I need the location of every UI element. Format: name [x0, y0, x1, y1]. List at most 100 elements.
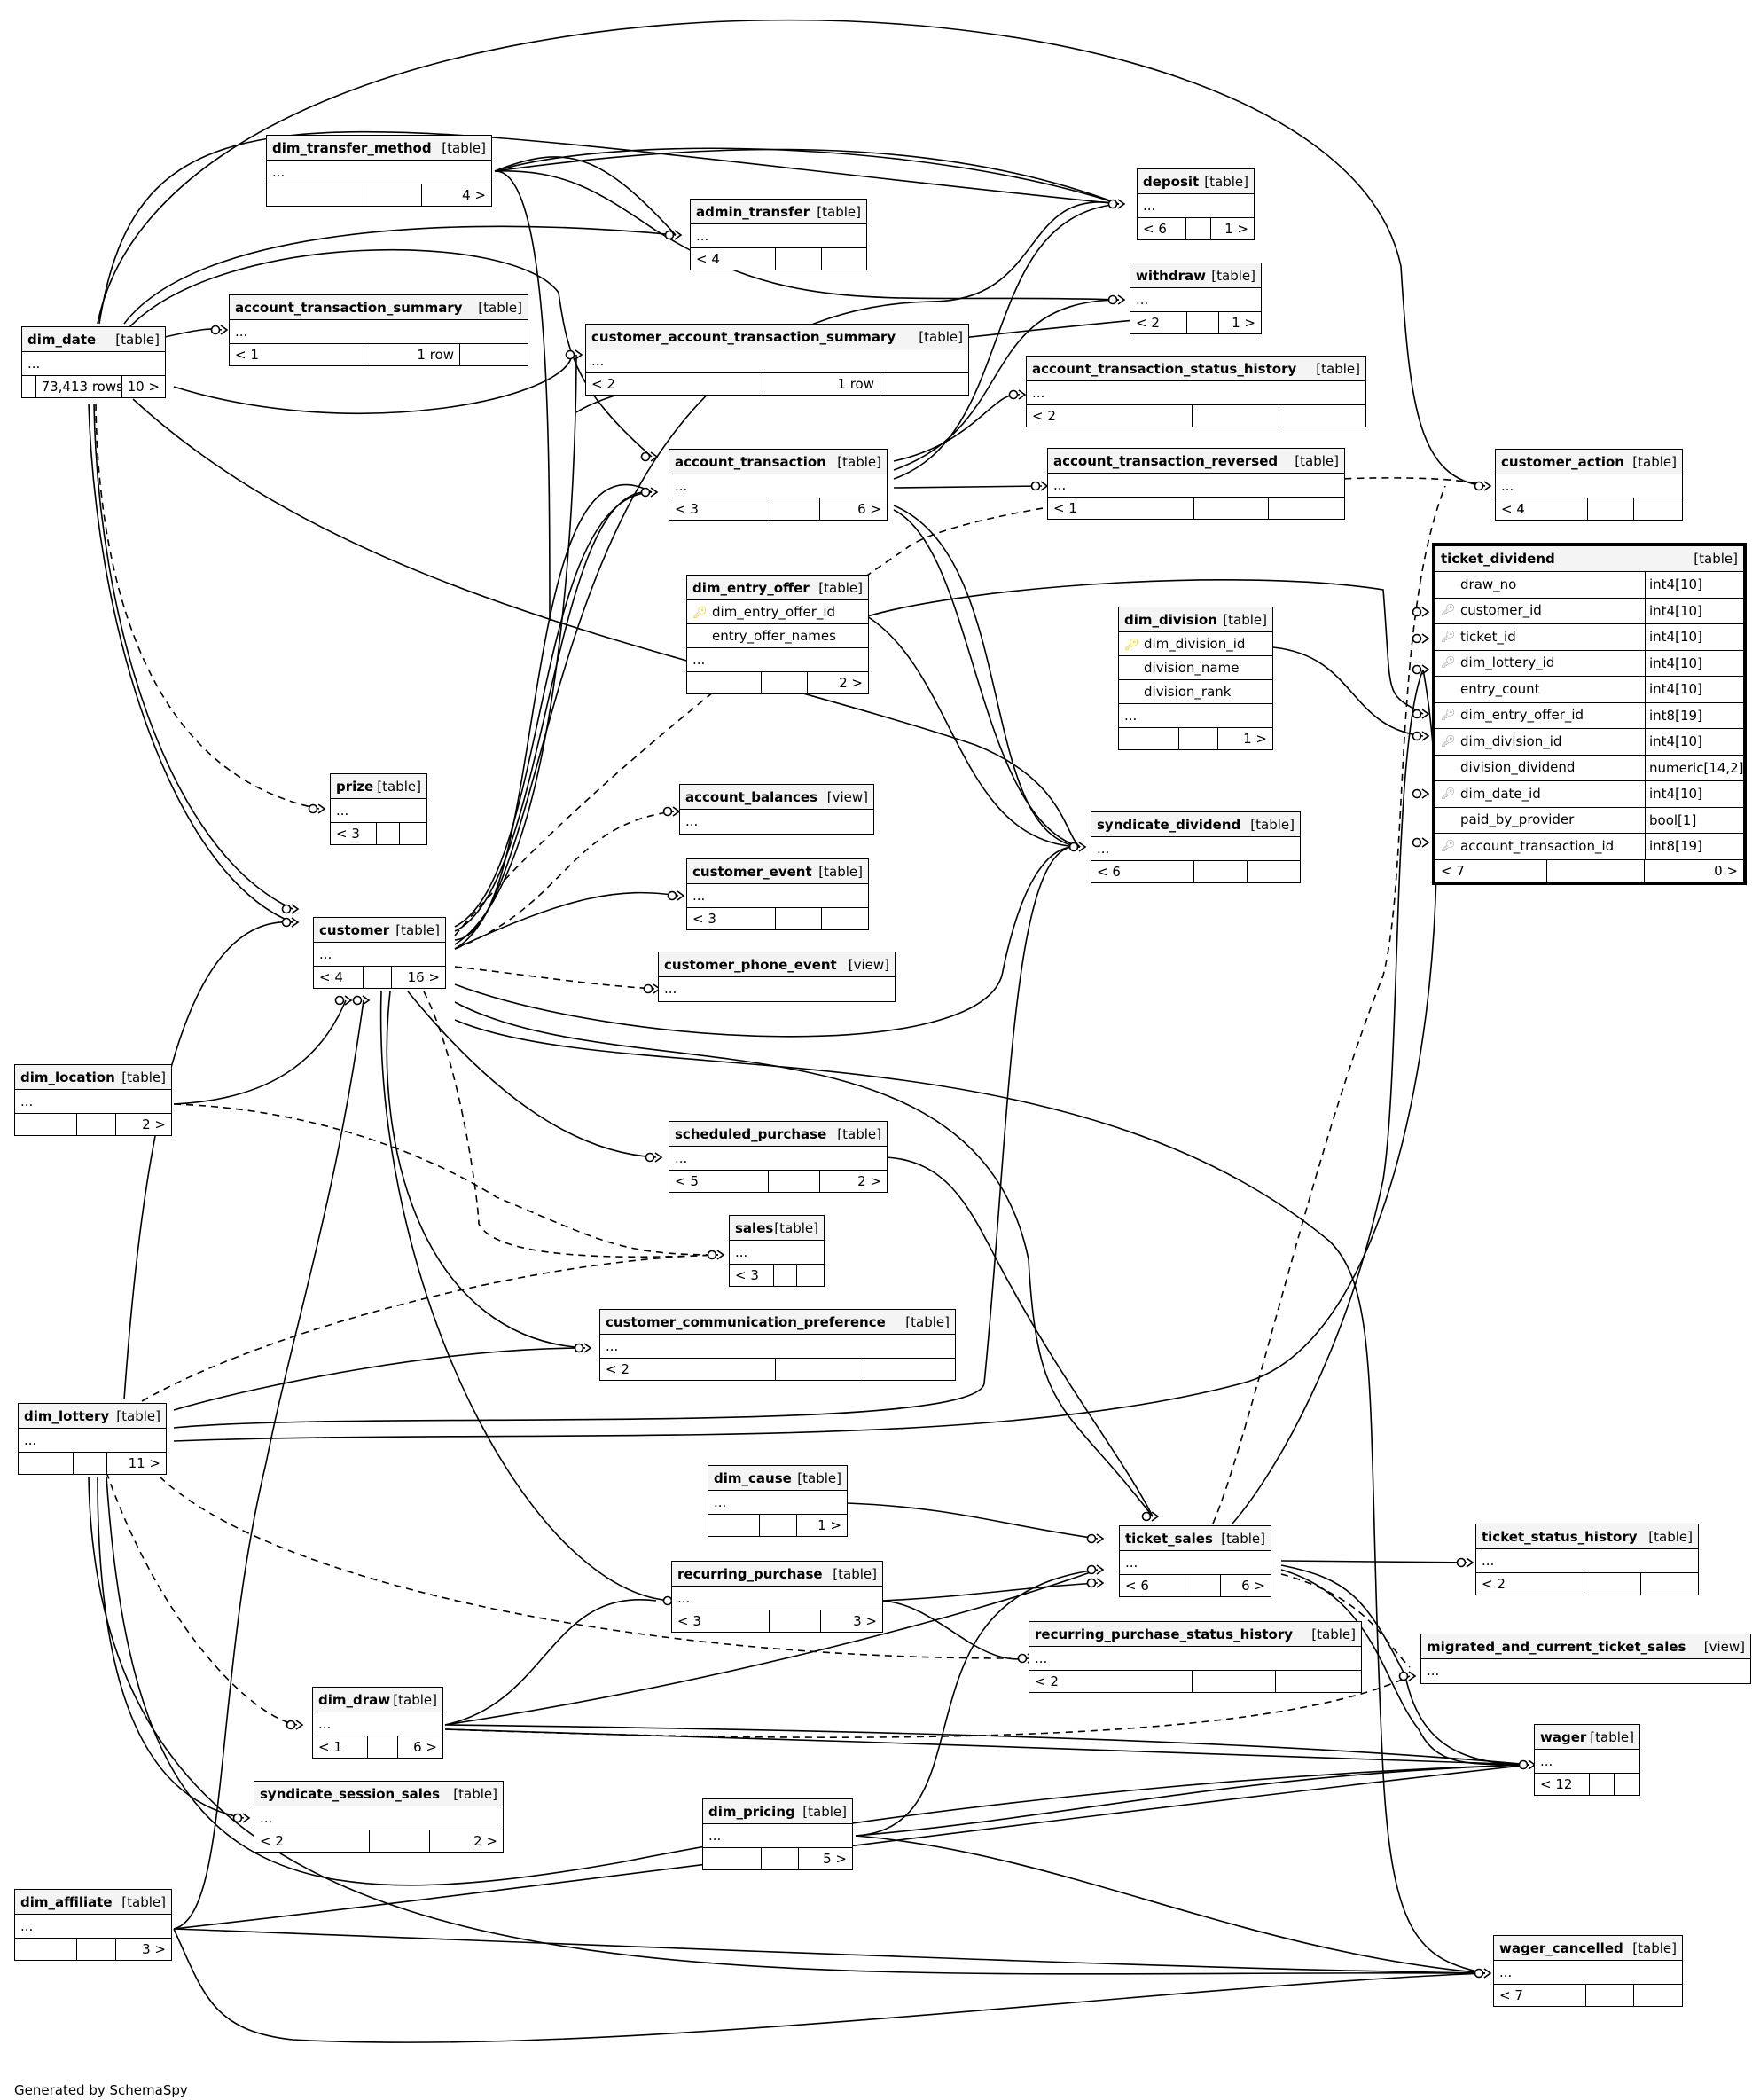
table-kind: [table] [818, 863, 863, 880]
table-customer-action[interactable]: customer_action[table] ... < 4 [1495, 449, 1683, 521]
row-count [77, 1939, 116, 1960]
relationship-optional-marker [1474, 481, 1484, 491]
table-account-transaction-status-history[interactable]: account_transaction_status_history[table… [1026, 356, 1366, 427]
relationship-optional-marker [645, 1152, 655, 1163]
columns-ellipsis: ... [1029, 1647, 1361, 1671]
column-type: bool[1] [1645, 807, 1743, 833]
columns-ellipsis: ... [669, 474, 887, 498]
table-dim-affiliate[interactable]: dim_affiliate[table] ... 3 > [14, 1889, 172, 1961]
view-migrated-and-current-ticket-sales[interactable]: migrated_and_current_ticket_sales[view] … [1420, 1634, 1751, 1684]
parent-count: < 6 [1138, 218, 1186, 239]
table-header: migrated_and_current_ticket_sales[view] [1421, 1634, 1750, 1659]
relationship-many-marker [317, 803, 326, 814]
table-account-transaction-summary[interactable]: account_transaction_summary[table] ... <… [229, 294, 528, 366]
table-name: dim_lottery [24, 1407, 110, 1424]
relationship-optional-marker [1086, 1578, 1097, 1588]
relationship-many-marker [1466, 1557, 1474, 1568]
relationship-optional-marker [334, 995, 345, 1006]
table-dim-transfer-method[interactable]: dim_transfer_method[table] ... 4 > [266, 135, 492, 207]
row-count [776, 1359, 864, 1380]
columns-ellipsis: ... [1496, 474, 1682, 498]
view-account-balances[interactable]: account_balances[view] ... [679, 784, 874, 835]
table-admin-transfer[interactable]: admin_transfer[table] ... < 4 [690, 199, 867, 270]
relationship-optional-marker [667, 890, 677, 901]
table-name: customer_action [1501, 453, 1624, 470]
table-dim-pricing[interactable]: dim_pricing[table] ... 5 > [702, 1798, 853, 1870]
table-syndicate-dividend[interactable]: syndicate_dividend[table] ... < 6 [1091, 811, 1301, 883]
relationship-optional-marker [1107, 199, 1118, 209]
table-ticket-status-history[interactable]: ticket_status_history[table] ... < 2 [1475, 1524, 1699, 1595]
parent-count: < 4 [1496, 498, 1588, 520]
view-customer-phone-event[interactable]: customer_phone_event[view] ... [658, 952, 896, 1002]
row-count: 1 row [763, 373, 880, 395]
relationship-many-marker [654, 1152, 663, 1163]
parent-count: < 7 [1494, 1985, 1586, 2006]
table-customer-event[interactable]: customer_event[table] ... < 3 [686, 858, 869, 930]
column-name-cell: 🔑︎paid_by_provider [1435, 808, 1645, 834]
table-dim-lottery[interactable]: dim_lottery[table] ... 11 > [18, 1403, 167, 1475]
relationship-optional-marker [565, 349, 575, 360]
table-kind: [table] [1311, 1626, 1356, 1642]
foreign-key-icon: 🔑︎ [1441, 604, 1456, 618]
table-kind: [table] [1204, 173, 1248, 190]
relationship-optional-marker [286, 1720, 296, 1730]
table-kind: [table] [121, 1069, 166, 1085]
row-count [1185, 1575, 1221, 1596]
table-name: account_transaction [675, 453, 826, 470]
table-kind: [table] [478, 299, 522, 316]
table-dim-location[interactable]: dim_location[table] ... 2 > [14, 1064, 172, 1136]
table-dim-cause[interactable]: dim_cause[table] ... 1 > [708, 1465, 848, 1537]
table-name: admin_transfer [696, 203, 810, 220]
table-name: dim_pricing [708, 1803, 795, 1820]
foreign-key-icon: 🔑︎ [1441, 630, 1456, 644]
table-account-transaction-reversed[interactable]: account_transaction_reversed[table] ... … [1047, 448, 1345, 520]
table-customer-account-transaction-summary[interactable]: customer_account_transaction_summary[tab… [585, 324, 969, 396]
table-wager-cancelled[interactable]: wager_cancelled[table] ... < 7 [1493, 1935, 1683, 2007]
column-entry-offer-names: 🔑︎entry_offer_names [687, 624, 868, 648]
table-kind: [view] [1703, 1638, 1745, 1655]
columns-ellipsis: ... [314, 943, 445, 967]
table-customer-communication-preference[interactable]: customer_communication_preference[table]… [599, 1309, 956, 1381]
table-sales[interactable]: sales[table] ... < 3 [729, 1215, 825, 1287]
table-recurring-purchase-status-history[interactable]: recurring_purchase_status_history[table]… [1029, 1621, 1362, 1693]
table-kind: [table] [774, 1219, 818, 1236]
table-header: dim_location[table] [15, 1065, 171, 1090]
table-footer: 11 > [19, 1453, 166, 1474]
relationship-optional-marker [210, 325, 221, 335]
table-ticket-dividend[interactable]: ticket_dividend[table] 🔑︎draw_noint4[10]… [1432, 543, 1747, 885]
table-wager[interactable]: wager[table] ... < 12 [1534, 1724, 1640, 1796]
row-count [776, 908, 822, 929]
table-dim-division[interactable]: dim_division[table] 🔑︎dim_division_id 🔑︎… [1118, 607, 1273, 750]
column-type: int8[19] [1645, 834, 1743, 859]
table-footer: 3 > [15, 1939, 171, 1960]
relationship-optional-marker [1412, 633, 1422, 644]
column-name: dim_lottery_id [1460, 654, 1555, 671]
table-prize[interactable]: prize[table] ... < 3 [330, 773, 427, 845]
table-name: wager_cancelled [1499, 1939, 1623, 1956]
relationship-many-marker [1117, 294, 1126, 305]
columns-ellipsis: ... [1120, 1551, 1271, 1575]
table-dim-entry-offer[interactable]: dim_entry_offer[table] 🔑︎dim_entry_offer… [686, 575, 869, 694]
table-header: customer[table] [314, 918, 445, 943]
table-kind: [table] [377, 778, 421, 795]
relationship-many-marker [295, 1720, 304, 1730]
table-kind: [table] [395, 921, 440, 938]
columns-ellipsis: ... [687, 884, 868, 908]
column-name-cell: 🔑︎entry_count [1435, 677, 1645, 702]
parent-count: < 2 [586, 373, 763, 395]
relationship-optional-marker [1412, 731, 1422, 741]
row-count [762, 672, 808, 693]
column-name: dim_date_id [1460, 785, 1541, 802]
